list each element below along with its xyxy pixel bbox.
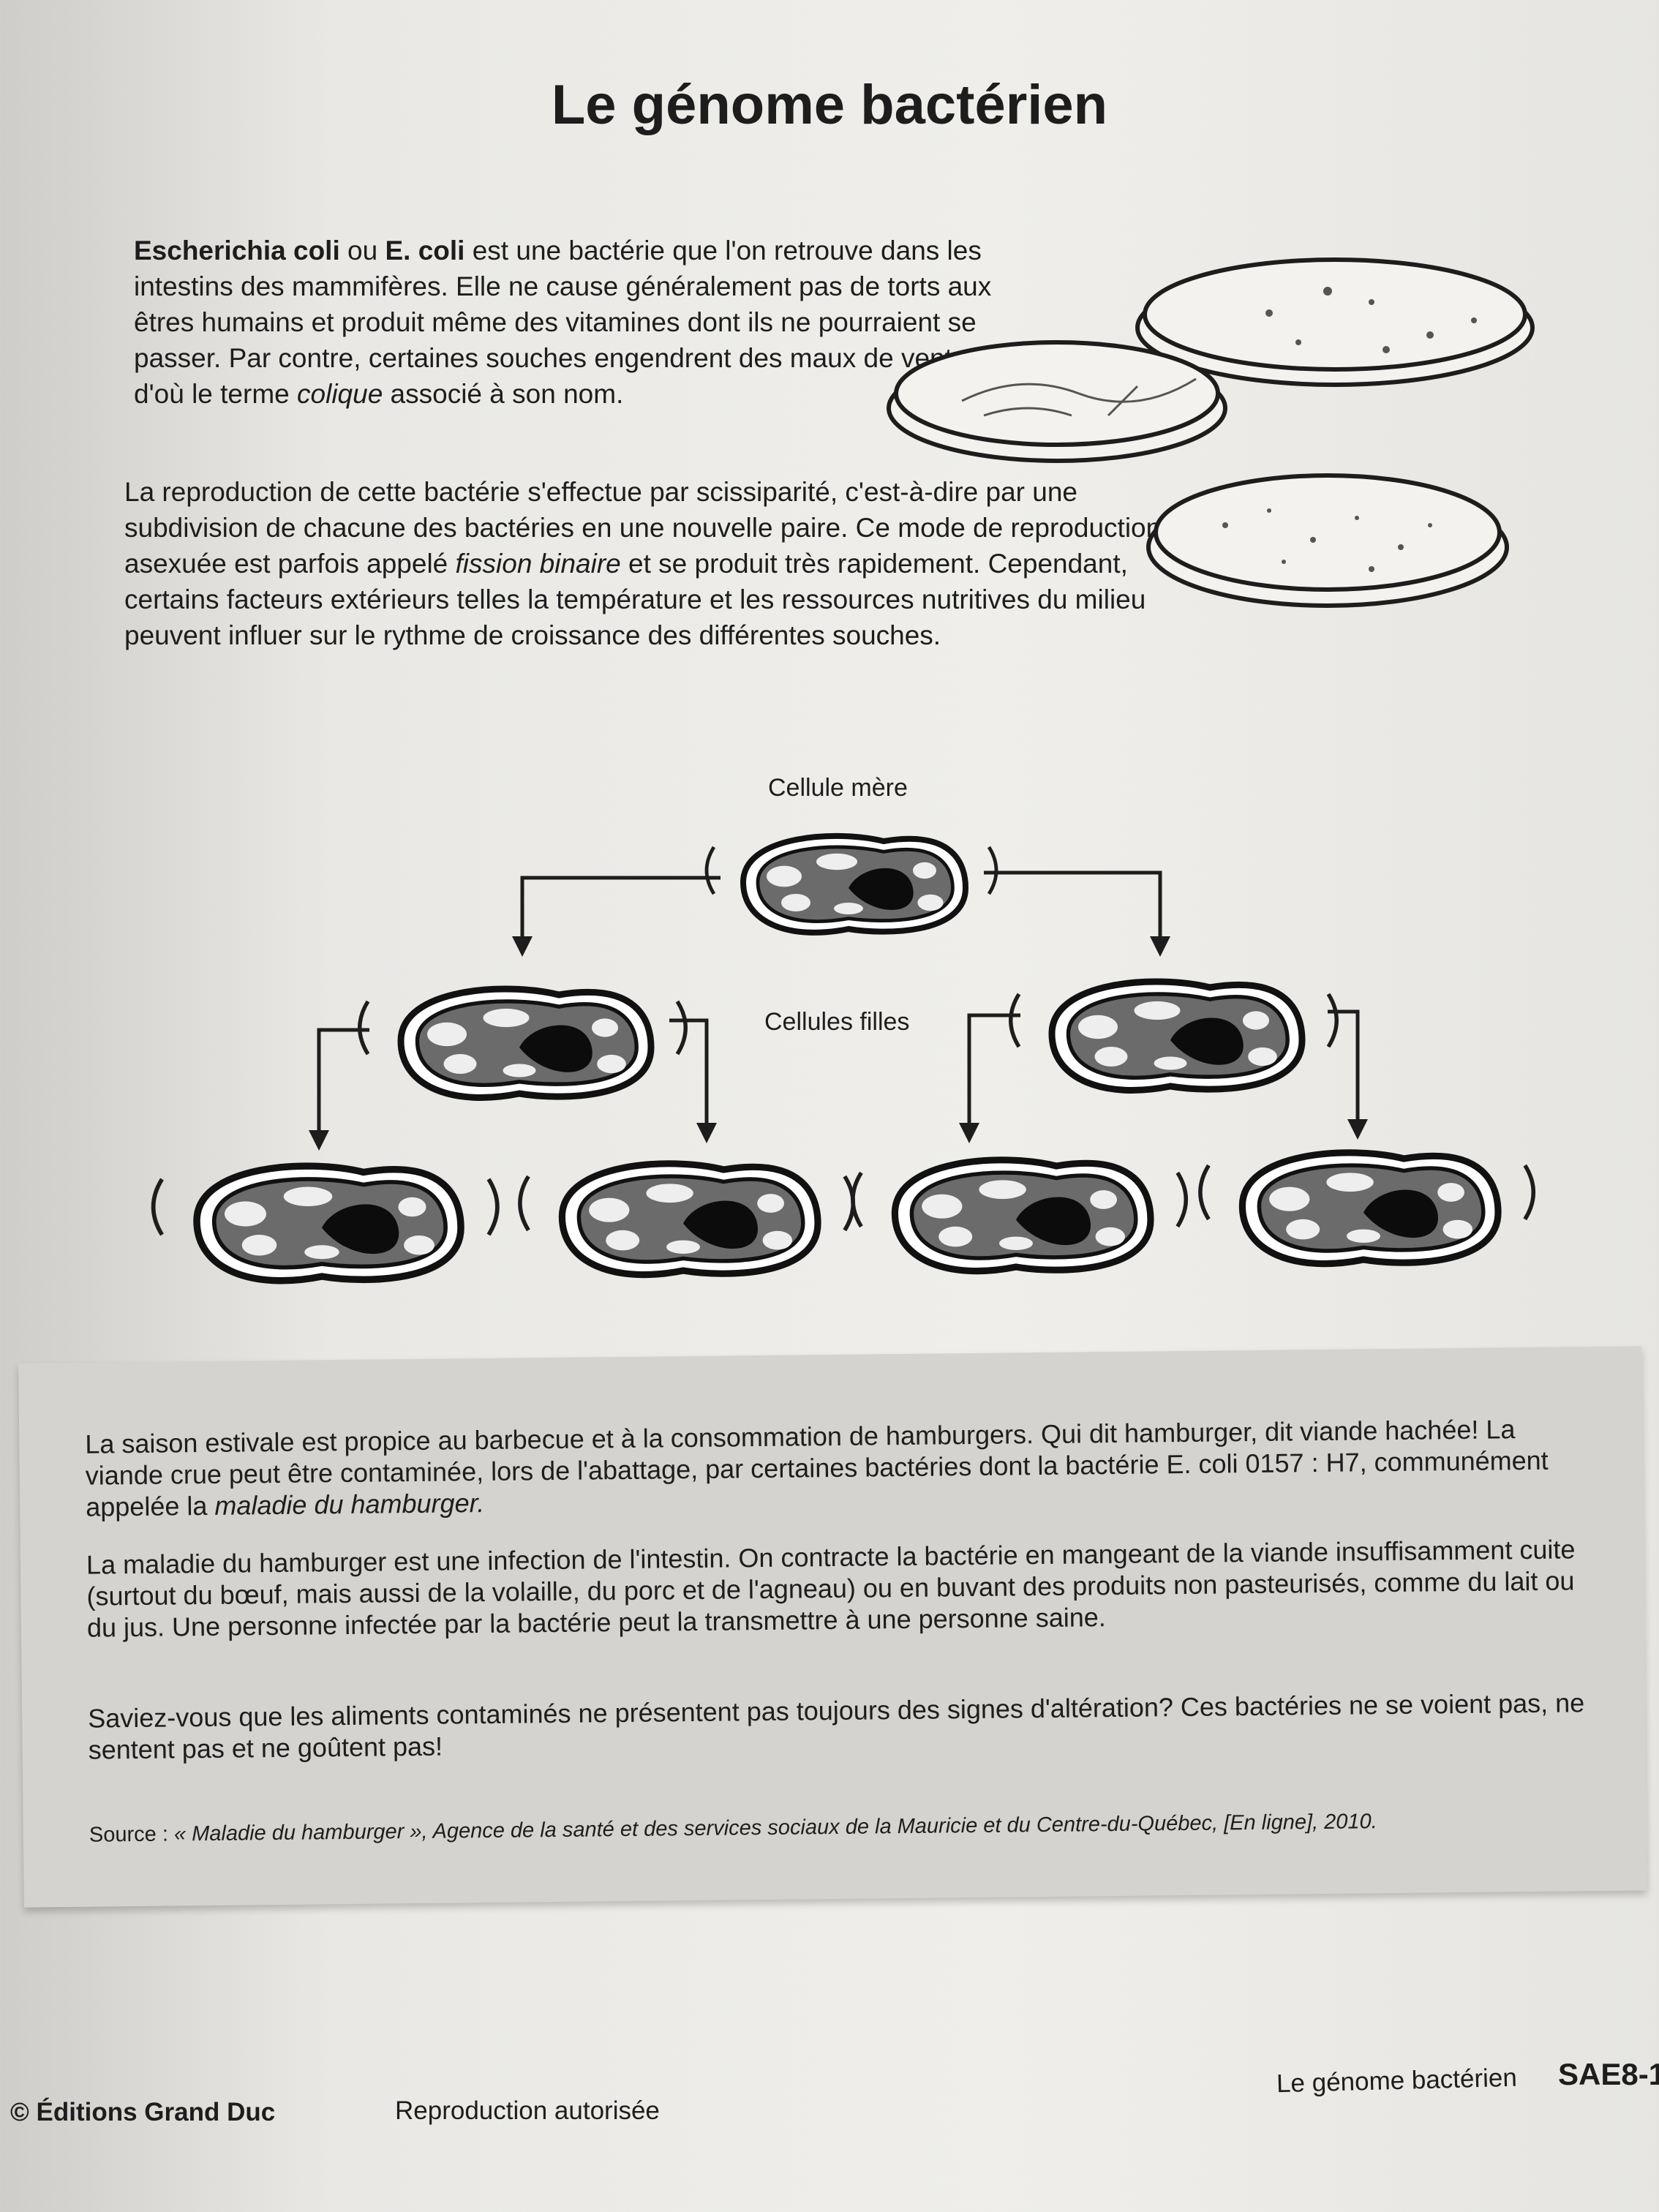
italic-term: fission binaire bbox=[455, 549, 621, 579]
text: La reproduction de cette bactérie s'effe… bbox=[124, 477, 1162, 579]
box-paragraph-1: La saison estivale est propice au barbec… bbox=[85, 1412, 1592, 1523]
page-code: SAE8-1 bbox=[1558, 2057, 1659, 2091]
mother-cell-label: Cellule mère bbox=[768, 774, 908, 802]
text: associé à son nom. bbox=[383, 379, 624, 409]
daughter-cells-label: Cellules filles bbox=[764, 1008, 910, 1036]
intro-paragraph-1: Escherichia coli ou E. coli est une bact… bbox=[134, 233, 1041, 412]
bold-term: E. coli bbox=[385, 236, 465, 266]
granddaughter-cell bbox=[853, 1160, 1186, 1271]
source-citation: Source : « Maladie du hamburger », Agenc… bbox=[89, 1804, 1596, 1851]
publisher: © Éditions Grand Duc bbox=[10, 2098, 276, 2126]
text: est une bactérie que l'on retrouve dans … bbox=[134, 236, 992, 409]
text: et se produit très rapidement. Cependant… bbox=[124, 549, 1146, 650]
daughter-cell bbox=[1011, 982, 1337, 1090]
petri-dishes-illustration bbox=[887, 257, 1535, 608]
mother-cell bbox=[707, 836, 996, 933]
intro-paragraph-2: La reproduction de cette bactérie s'effe… bbox=[124, 474, 1163, 653]
division-arrows bbox=[317, 870, 1360, 1130]
granddaughter-cell bbox=[1200, 1153, 1533, 1264]
box-paragraph-2: La maladie du hamburger est une infectio… bbox=[86, 1534, 1576, 1643]
italic-term: colique bbox=[297, 379, 383, 409]
petri-dish bbox=[1146, 473, 1509, 608]
daughter-cell bbox=[360, 989, 686, 1097]
footer-page-title: Le génome bactérien bbox=[1276, 2063, 1518, 2099]
petri-dish bbox=[887, 340, 1227, 463]
bold-term: Escherichia coli bbox=[134, 236, 340, 266]
petri-dish bbox=[1135, 257, 1535, 387]
rights-notice: Reproduction autorisée bbox=[395, 2096, 660, 2125]
text: ou bbox=[339, 236, 385, 266]
source-text: « Maladie du hamburger », Agence de la s… bbox=[173, 1810, 1377, 1846]
granddaughter-cell bbox=[154, 1166, 497, 1281]
page-title: Le génome bactérien bbox=[551, 74, 1108, 136]
source-label: Source : bbox=[89, 1822, 175, 1847]
italic-term: maladie du hamburger. bbox=[214, 1487, 485, 1521]
box-paragraph-3: Saviez-vous que les aliments contaminés … bbox=[88, 1688, 1585, 1765]
info-box: La saison estivale est propice au barbec… bbox=[18, 1346, 1647, 1908]
binary-fission-diagram bbox=[0, 0, 1659, 1317]
granddaughter-cell bbox=[520, 1164, 853, 1275]
